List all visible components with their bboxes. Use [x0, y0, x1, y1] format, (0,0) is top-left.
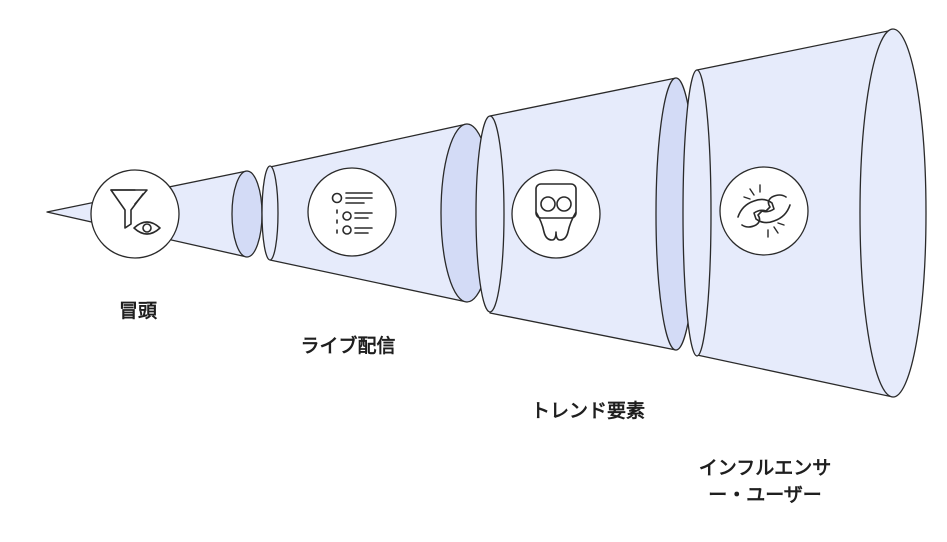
slideshare-icon [511, 169, 601, 259]
stage-label-2: ライブ配信 [300, 335, 396, 357]
stage-label-1: 冒頭 [118, 300, 157, 322]
funnel-segment-4 [682, 28, 927, 398]
fist-bump-icon [719, 166, 809, 256]
stage-label-4: インフルエンサ ー・ユーザー [680, 455, 850, 509]
stage-label-4-line-2: ー・ユーザー [708, 484, 822, 506]
funnel-eye-icon [90, 169, 180, 259]
stage-label-4-line-1: インフルエンサ [698, 457, 832, 479]
stage-label-3: トレンド要素 [530, 400, 645, 422]
checklist-icon [307, 167, 397, 257]
